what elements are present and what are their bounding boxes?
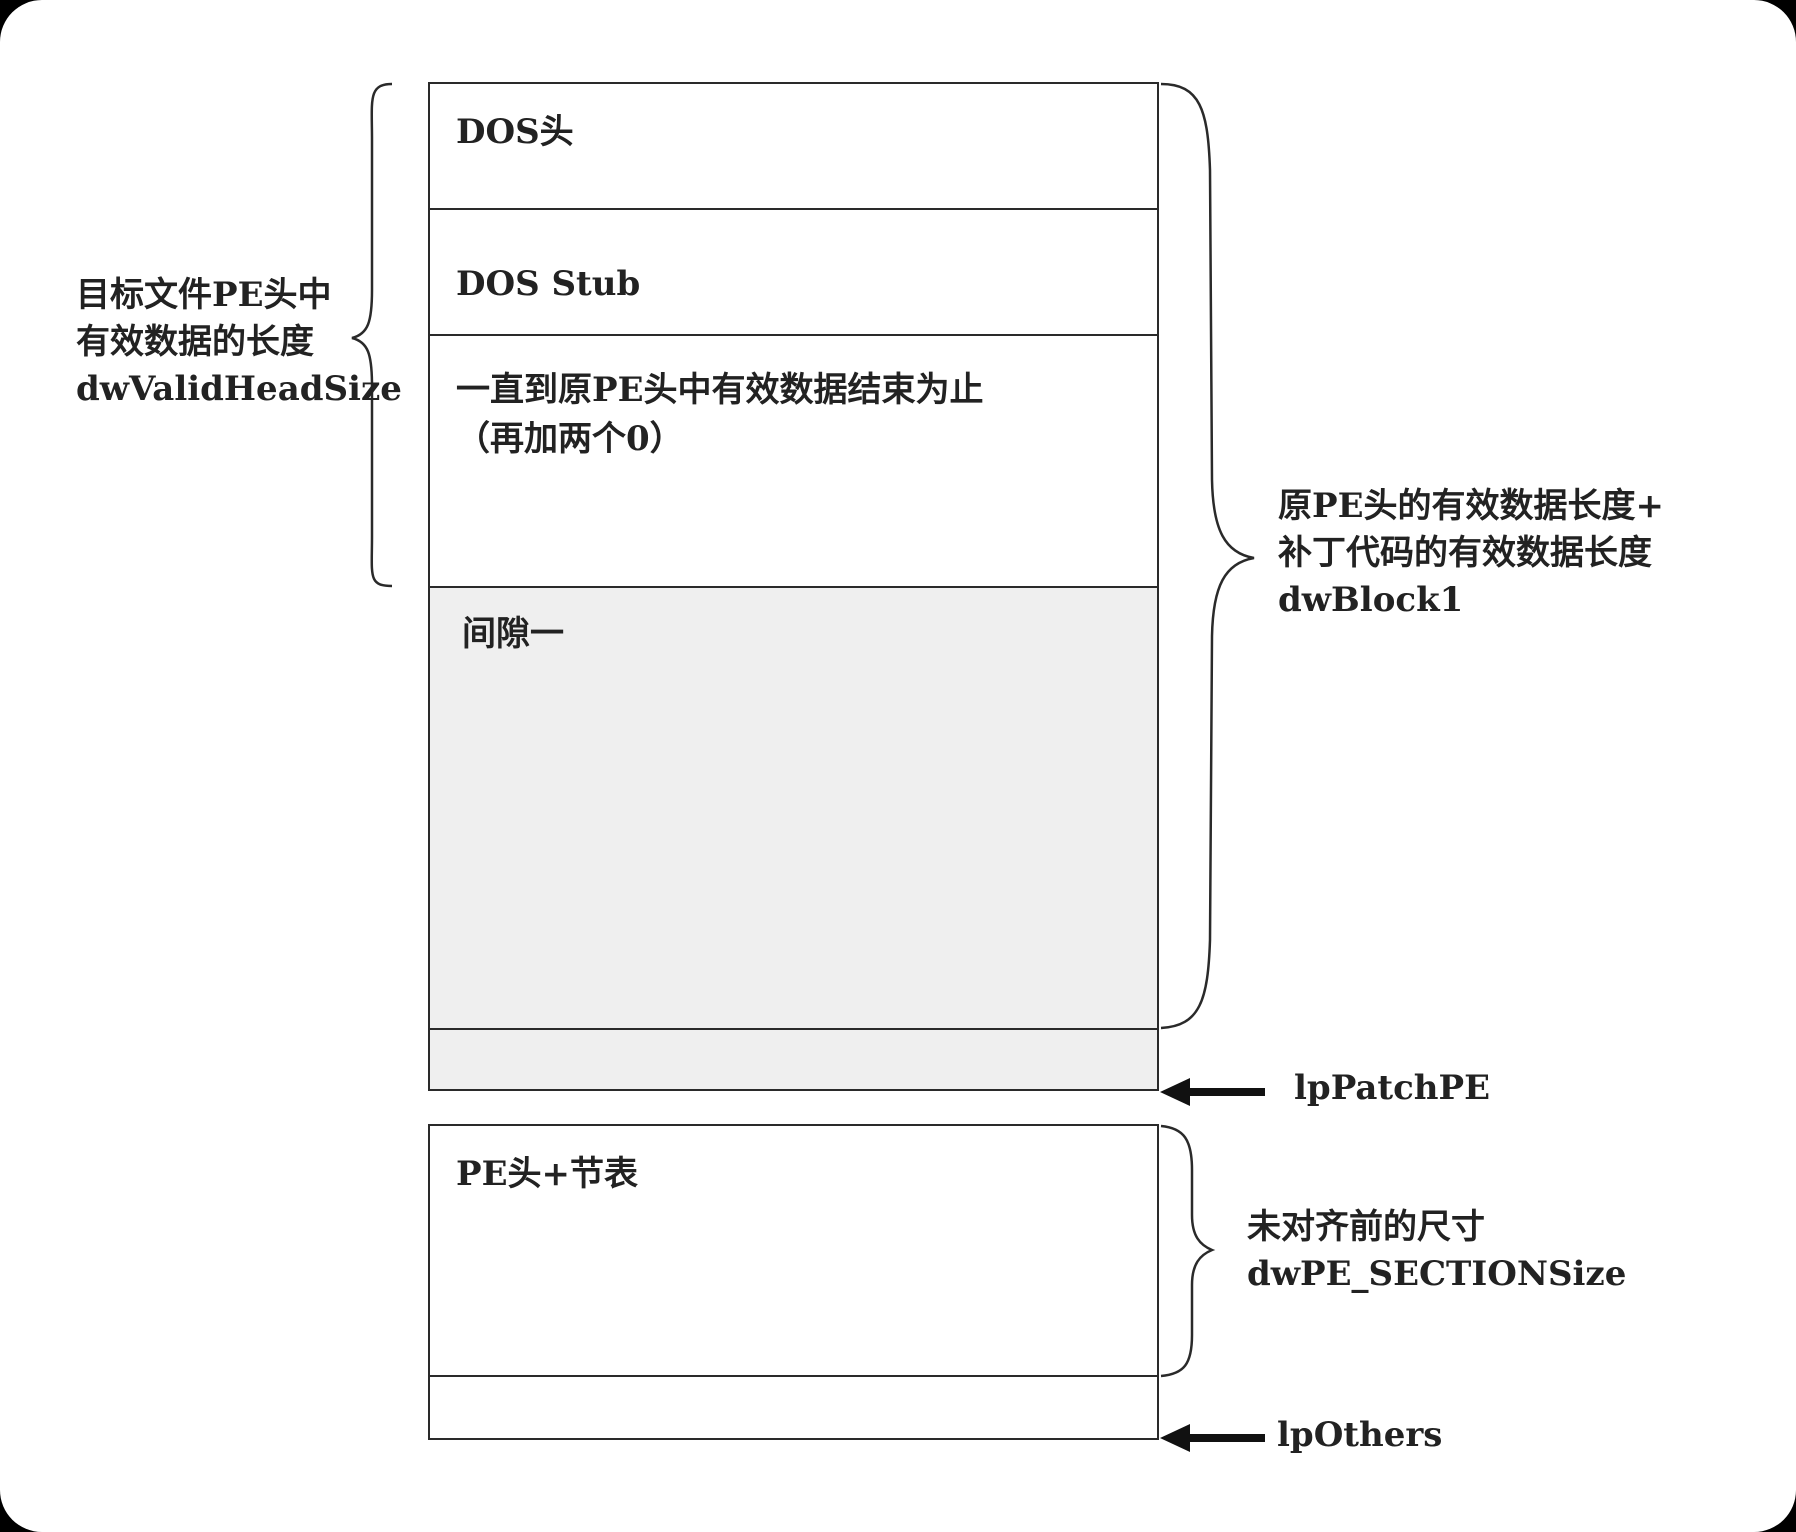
block1-line1: 原PE头的有效数据长度+ xyxy=(1278,486,1664,526)
gap-one-label: 间隙一 xyxy=(462,614,564,654)
pe-section-size-line2: dwPE_SECTIONSize xyxy=(1247,1254,1627,1294)
arrow-patch-pe xyxy=(1160,1078,1265,1106)
pe-section-size-line1: 未对齐前的尺寸 xyxy=(1247,1207,1485,1247)
block-until-pe-end: 一直到原PE头中有效数据结束为止 （再加两个0） xyxy=(428,334,1159,588)
valid-head-size-line1: 目标文件PE头中 xyxy=(76,275,332,315)
pointer-others: lpOthers xyxy=(1277,1415,1443,1455)
arrow-others xyxy=(1160,1424,1265,1452)
right-brace xyxy=(1160,82,1255,1030)
block1-line2: 补丁代码的有效数据长度 xyxy=(1278,533,1652,573)
valid-head-size-label: 目标文件PE头中 有效数据的长度 dwValidHeadSize xyxy=(76,272,402,413)
block-others xyxy=(428,1375,1159,1440)
block-pe-header-sections: PE头+节表 xyxy=(428,1124,1159,1377)
block-gap-tail xyxy=(428,1028,1159,1091)
dos-stub-label: DOS Stub xyxy=(456,264,641,304)
left-brace xyxy=(351,82,393,588)
dos-header-label: DOS头 xyxy=(456,112,574,152)
block1-label: 原PE头的有效数据长度+ 补丁代码的有效数据长度 dwBlock1 xyxy=(1278,483,1664,624)
valid-head-size-line2: 有效数据的长度 xyxy=(76,322,314,362)
block1-line3: dwBlock1 xyxy=(1278,580,1464,620)
block-gap-one: 间隙一 xyxy=(428,586,1159,1030)
pe-section-size-label: 未对齐前的尺寸 dwPE_SECTIONSize xyxy=(1247,1204,1626,1298)
pe-header-sections-label: PE头+节表 xyxy=(456,1154,638,1194)
valid-head-size-line3: dwValidHeadSize xyxy=(76,369,402,409)
lower-right-brace xyxy=(1160,1124,1216,1378)
block-dos-header: DOS头 xyxy=(428,82,1159,210)
until-pe-end-label: 一直到原PE头中有效数据结束为止 （再加两个0） xyxy=(456,370,984,459)
pointer-patch-pe: lpPatchPE xyxy=(1294,1068,1490,1108)
